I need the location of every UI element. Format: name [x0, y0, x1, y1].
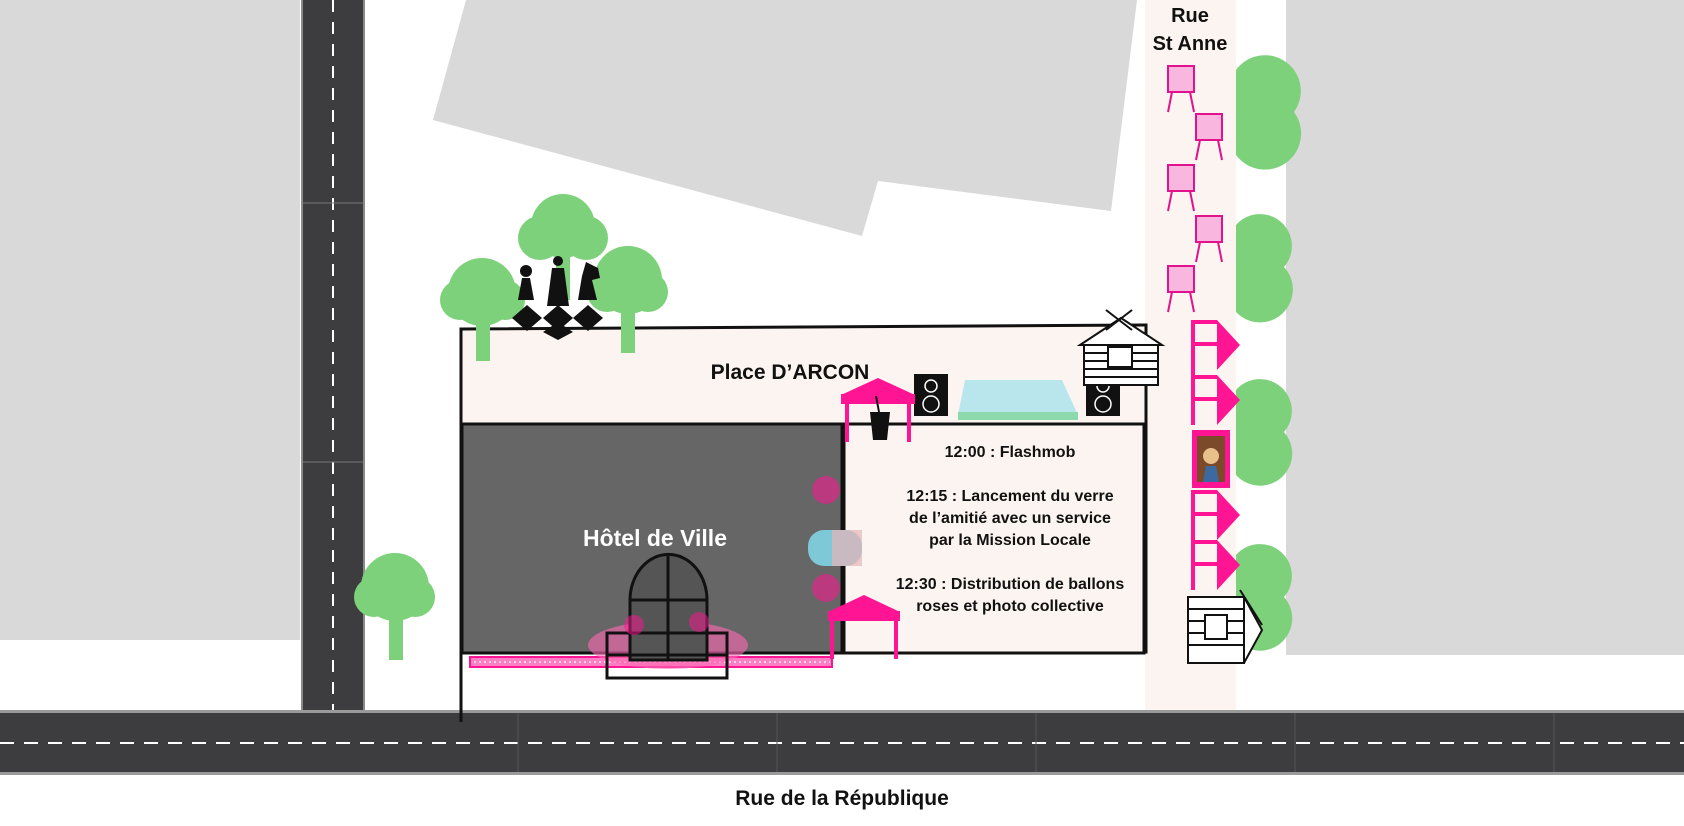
place-darcon-label: Place D’ARCON — [710, 361, 870, 384]
schedule-item: 12:30 : Distribution de ballons roses et… — [895, 576, 1125, 615]
tent-icon — [841, 378, 915, 442]
dance-floor-icon — [958, 380, 1078, 420]
easel-icon — [1195, 215, 1223, 263]
building-left — [0, 0, 300, 640]
log-cabin-icon — [1187, 589, 1264, 664]
street-label-rue-de-la-republique: Rue de la République — [735, 787, 949, 810]
drink-cup-icon — [870, 395, 890, 440]
entrance-door — [588, 552, 748, 680]
building-right — [1286, 0, 1684, 655]
road-horizontal — [0, 710, 1684, 775]
tree-icon — [1236, 379, 1293, 486]
easel-icon — [1167, 164, 1195, 212]
hotel-de-ville-label: Hôtel de Ville — [582, 525, 727, 551]
pink-light-icon — [812, 574, 840, 602]
easel-icon — [1195, 113, 1223, 161]
schedule-item: 12:00 : Flashmob — [944, 444, 1076, 461]
flag-banner-icon — [1191, 320, 1240, 375]
chess-pieces-icon — [512, 256, 603, 340]
easel-icon — [1167, 265, 1195, 313]
easel-icon — [1167, 65, 1195, 113]
building-top — [433, 0, 1137, 236]
road-vertical — [301, 0, 365, 722]
tent-icon — [828, 595, 900, 659]
street-label-line-1: Rue — [1171, 5, 1209, 27]
log-cabin-icon — [1076, 309, 1166, 386]
flag-banner-icon — [1191, 375, 1240, 425]
painting-icon — [1192, 430, 1230, 488]
tree-icon — [1236, 214, 1293, 323]
speaker-icon — [914, 374, 948, 416]
tree-icon — [440, 258, 525, 361]
schedule-item: 12:15 : Lancement du verre de l’amitié a… — [906, 488, 1114, 549]
street-label-rue-st-anne: Rue St Anne — [1140, 2, 1240, 58]
tree-icon — [354, 553, 435, 660]
street-label-line-2: St Anne — [1152, 33, 1228, 55]
pink-light-icon — [812, 476, 840, 504]
event-schedule: 12:00 : Flashmob 12:15 : Lancement du ve… — [895, 442, 1125, 640]
tree-icon — [1236, 55, 1302, 170]
tree-icon — [587, 246, 668, 353]
flag-banner-icon — [1191, 540, 1240, 590]
flag-banner-icon — [1191, 490, 1240, 540]
